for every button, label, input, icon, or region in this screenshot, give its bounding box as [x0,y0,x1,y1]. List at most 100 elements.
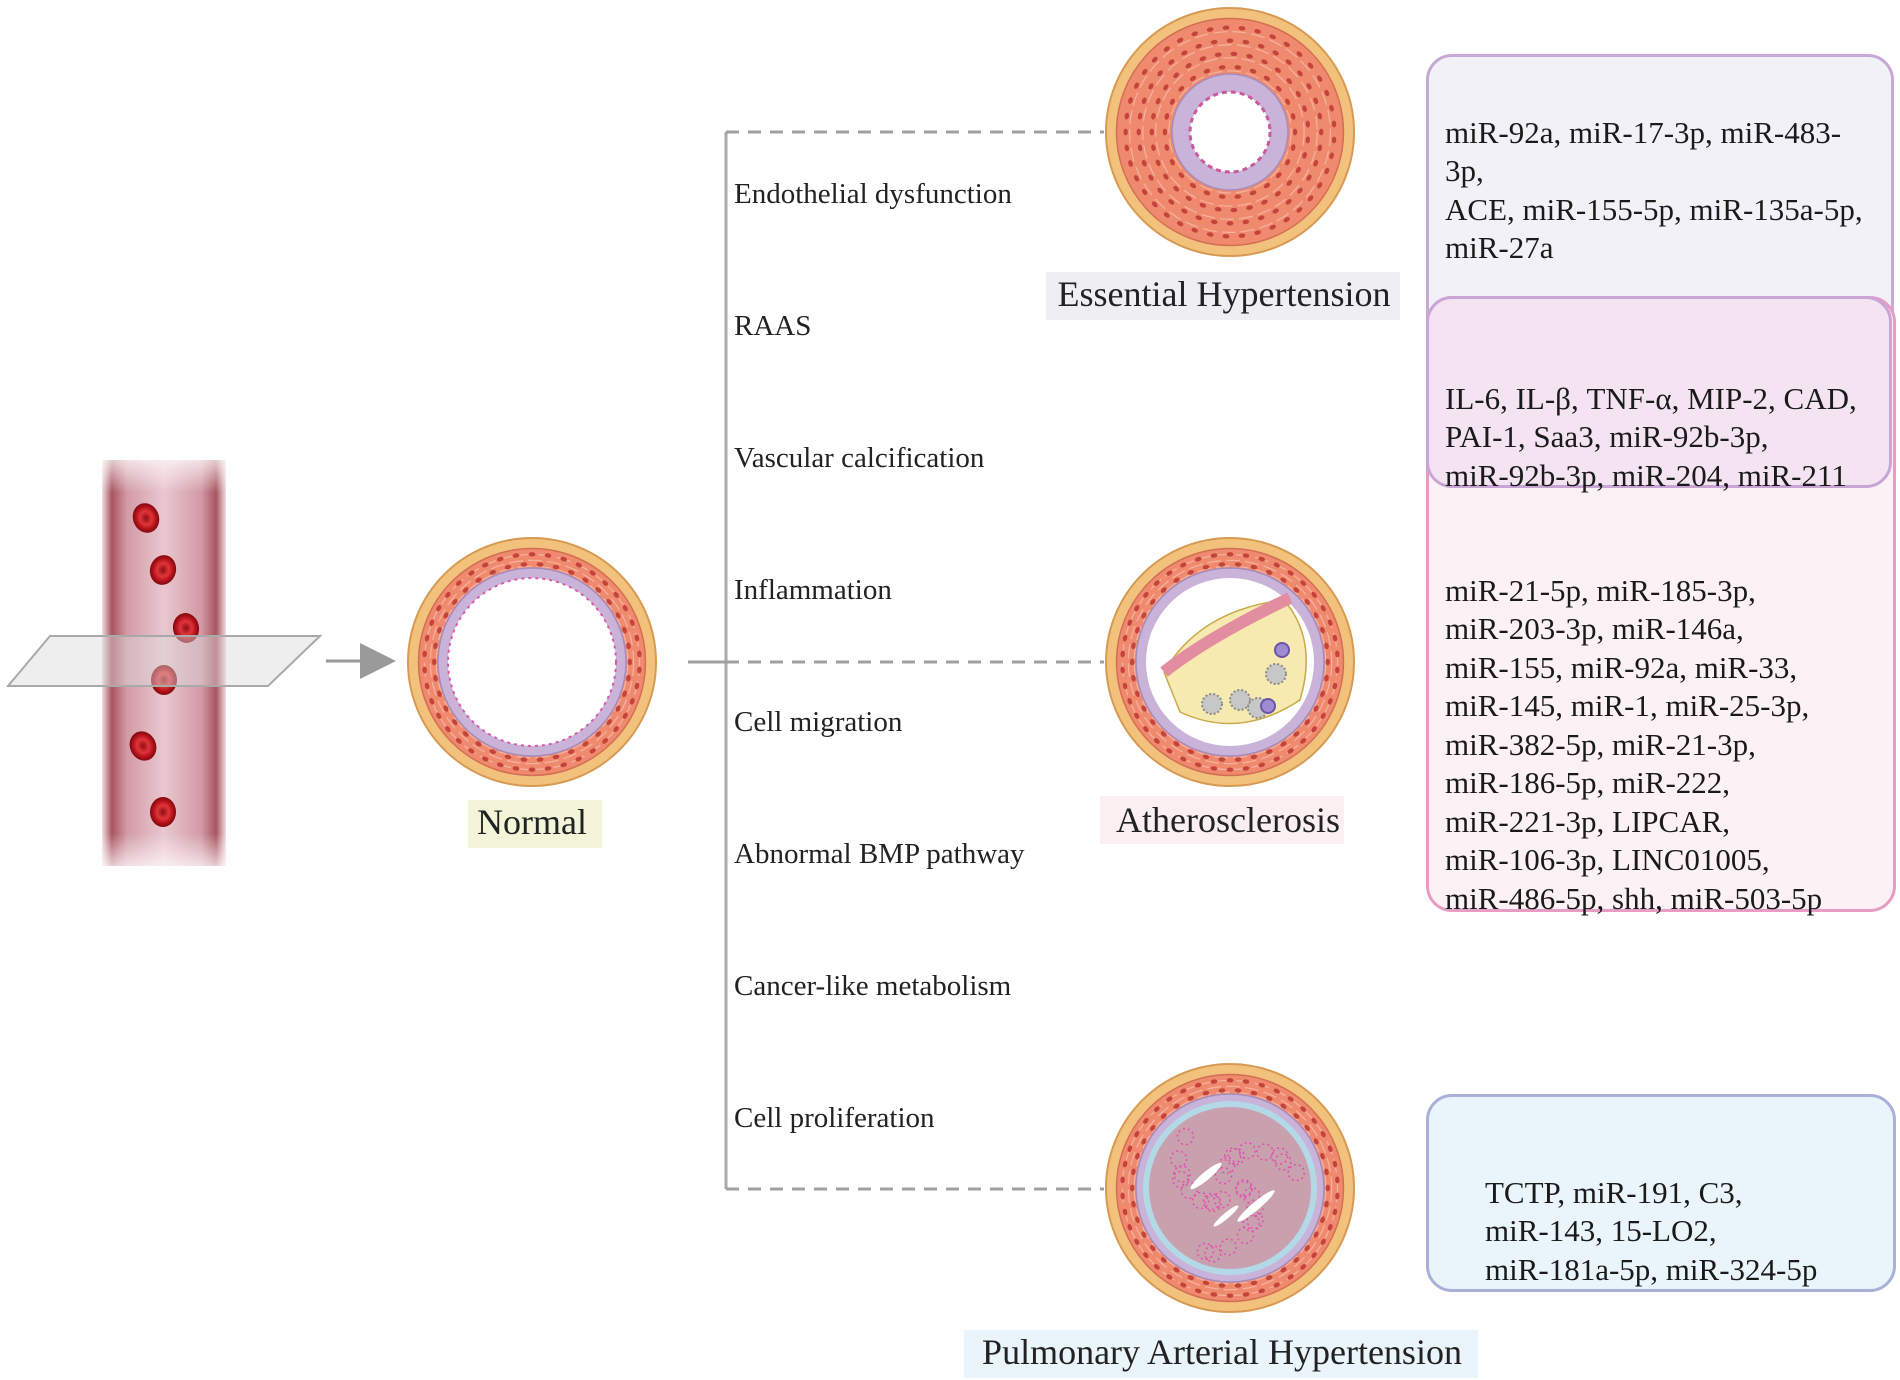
proliferating-cell [1223,1147,1242,1165]
smooth-muscle-nucleus [1148,174,1154,181]
smooth-muscle-nucleus [1324,674,1329,682]
smooth-muscle-nucleus [1250,564,1258,570]
smooth-muscle-nucleus [424,634,430,642]
smooth-muscle-nucleus [1143,1252,1149,1259]
smooth-muscle-nucleus [622,626,627,634]
smooth-muscle-nucleus [1286,179,1293,186]
smooth-muscle-nucleus [445,726,451,733]
smooth-muscle-nucleus [1269,34,1276,40]
smooth-muscle-nucleus [1324,642,1329,650]
proliferating-cell [1270,1147,1289,1165]
pulmonary-hypertension-vessel [1105,1063,1355,1313]
smooth-muscle-nucleus [1226,221,1234,226]
smooth-muscle-nucleus [1134,1238,1140,1245]
smooth-muscle-nucleus [1266,749,1273,755]
smooth-muscle-nucleus [1162,128,1168,136]
smooth-muscle-nucleus [568,749,575,755]
smooth-muscle-nucleus [1218,757,1226,762]
smooth-muscle-nucleus [445,591,451,598]
smooth-muscle-nucleus [1163,212,1170,218]
shared-biomarkers-box: IL-6, IL-β, TNF-α, MIP-2, CAD, PAI-1, Sa… [1426,296,1892,493]
smooth-muscle-nucleus [1218,65,1226,70]
smooth-muscle-nucleus [1335,1176,1340,1184]
smooth-muscle-nucleus [622,712,628,719]
smooth-muscle-nucleus [1128,97,1133,104]
smooth-muscle-nucleus [1329,152,1334,160]
smooth-muscle-nucleus [1324,167,1330,175]
smooth-muscle-nucleus [1329,104,1334,112]
proliferating-cell [1196,1242,1215,1261]
smooth-muscle-nucleus [1320,1152,1325,1160]
smooth-muscle-nucleus [1226,767,1234,772]
smooth-muscle-nucleus [1293,587,1300,593]
smooth-muscle-nucleus [1332,1208,1338,1216]
smooth-muscle-nucleus [1133,175,1139,182]
smooth-muscle-nucleus [1164,144,1170,151]
athero-label-bg [1100,796,1344,844]
smooth-muscle-nucleus [1332,682,1338,690]
smooth-muscle-nucleus [1222,25,1230,30]
smooth-muscle-nucleus [1141,68,1148,76]
smooth-muscle-nucleus [1123,128,1128,136]
smooth-muscle-nucleus [582,741,589,747]
smooth-muscle-nucleus [1136,128,1141,136]
smooth-muscle-nucleus [1164,113,1170,120]
smooth-muscle-nucleus [1163,84,1169,91]
proliferating-cell [1227,1147,1246,1166]
athero-biomarkers-text: miR-21-5p, miR-185-3p, miR-203-3p, miR-1… [1445,572,1823,916]
smooth-muscle-nucleus [1137,144,1143,152]
smooth-muscle-nucleus [424,682,430,690]
smooth-muscle-nucleus [1292,128,1298,136]
smooth-muscle-nucleus [433,674,438,682]
smooth-muscle-nucleus [1151,144,1156,152]
mechanism-label: Abnormal BMP pathway [734,838,1025,870]
smooth-muscle-nucleus [1210,553,1218,558]
smooth-muscle-nucleus [622,690,627,698]
smooth-muscle-nucleus [536,757,544,762]
smooth-muscle-nucleus [1141,705,1147,712]
smooth-muscle-nucleus [1335,650,1340,658]
smooth-muscle-nucleus [1133,82,1139,89]
smooth-muscle-nucleus [1173,72,1180,79]
smooth-muscle-nucleus [602,738,609,744]
smooth-muscle-nucleus [1313,1138,1319,1145]
smooth-muscle-nucleus [1150,1245,1156,1252]
smooth-muscle-nucleus [1181,208,1188,214]
smooth-muscle-nucleus [489,569,496,575]
smooth-muscle-nucleus [1226,1293,1234,1298]
smooth-muscle-nucleus [1261,199,1268,205]
smooth-muscle-nucleus [1234,562,1242,567]
smooth-muscle-nucleus [1331,120,1337,128]
atherosclerosis-vessel [1105,537,1355,787]
foam-cell [1201,693,1223,715]
smooth-muscle-nucleus [1166,748,1173,754]
normal-label-bg [468,800,602,848]
smooth-muscle-nucleus [1187,1095,1194,1101]
normal-vessel-cross-section [407,537,657,787]
smooth-muscle-nucleus [1242,219,1250,225]
smooth-muscle-nucleus [1304,598,1310,605]
smooth-muscle-nucleus [1189,182,1197,189]
smooth-muscle-nucleus [1155,159,1161,167]
smooth-muscle-nucleus [1319,128,1324,136]
smooth-muscle-nucleus [1297,187,1303,194]
smooth-muscle-nucleus [615,705,621,712]
smooth-muscle-nucleus [1311,726,1317,733]
pah-biomarkers-text: TCTP, miR-191, C3, miR-143, 15-LO2, miR-… [1485,1174,1818,1287]
smooth-muscle-nucleus [1242,1292,1250,1297]
smooth-muscle-nucleus [1166,1096,1173,1102]
smooth-muscle-nucleus [1261,59,1268,65]
smooth-muscle-nucleus [637,650,642,658]
smooth-muscle-nucleus [1218,562,1226,567]
smooth-muscle-nucleus [1287,1096,1294,1102]
smooth-muscle-nucleus [1290,144,1296,151]
smooth-muscle-nucleus [1148,83,1154,90]
smooth-muscle-nucleus [1250,1090,1258,1096]
smooth-muscle-nucleus [1324,1200,1329,1208]
smooth-muscle-nucleus [528,767,536,772]
smooth-muscle-nucleus [1202,564,1210,570]
smooth-muscle-nucleus [1189,75,1197,82]
smooth-muscle-nucleus [520,562,528,567]
smooth-muscle-nucleus [1150,598,1156,605]
mechanism-label: Inflammation [734,574,892,606]
